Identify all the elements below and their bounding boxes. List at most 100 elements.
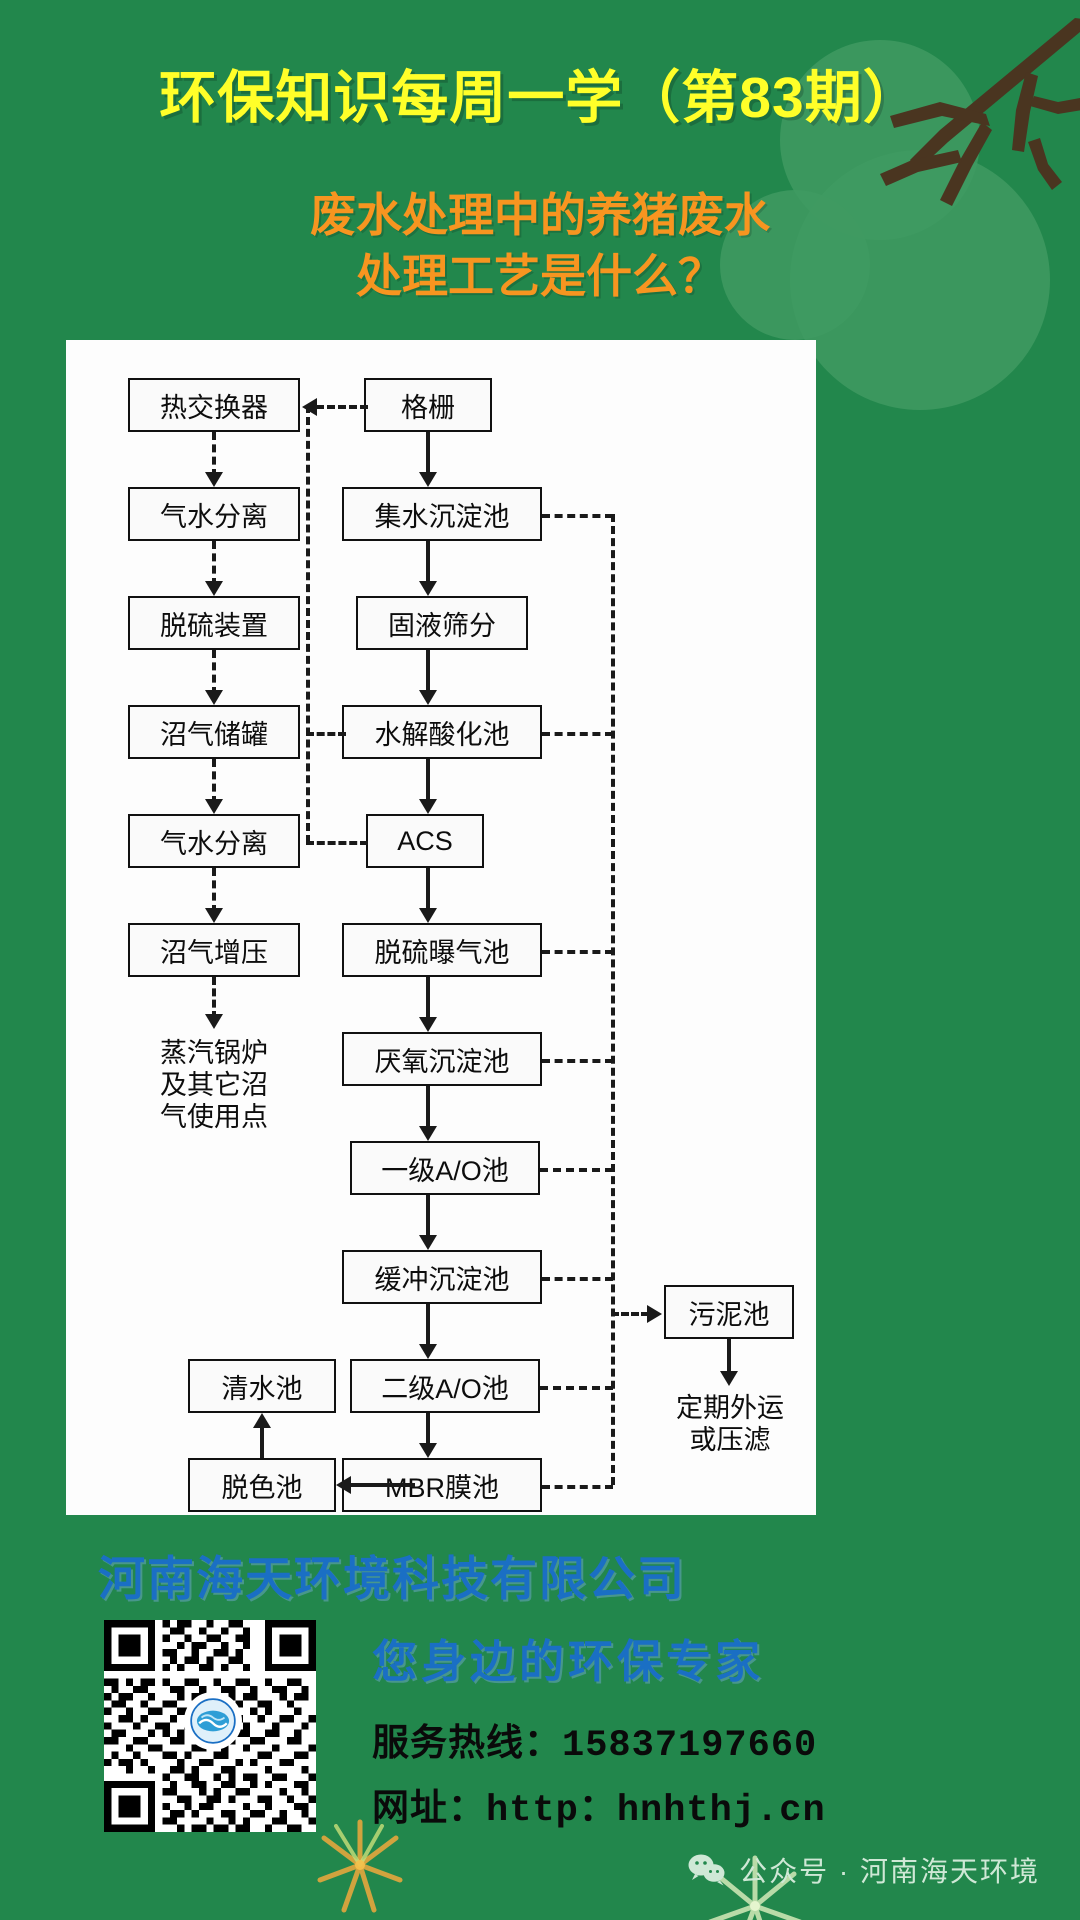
subtitle-line-2: 处理工艺是什么？ [356,249,724,302]
arrowhead-center-9 [419,1344,437,1359]
flow-label: 二级A/O池 [381,1373,509,1404]
flow-box-biogas-booster[interactable]: 沼气增压 [128,923,300,977]
flow-box-acs[interactable]: ACS [366,814,484,868]
flow-label: 格栅 [401,392,455,423]
flow-label: 沼气储罐 [160,719,268,750]
hotline-label: 服务热线： [372,1722,562,1763]
flow-label: 厌氧沉淀池 [374,1046,510,1077]
connector-left-6 [212,977,216,1019]
connector-left-3 [212,650,216,695]
flow-label: 集水沉淀池 [374,501,510,532]
connector-center-5 [426,868,430,913]
flow-label: 脱色池 [221,1472,303,1503]
flow-label: 沼气增压 [160,937,268,968]
website-url: http：hnhthj.cn [486,1790,826,1832]
branch-desulf-aeration [542,950,613,954]
arrowhead-center-2 [419,581,437,596]
connector-center-1 [426,432,430,477]
flow-box-collection-settling-tank[interactable]: 集水沉淀池 [342,487,542,541]
flow-box-grille[interactable]: 格栅 [364,378,492,432]
wechat-icon [688,1854,725,1886]
page-subtitle: 废水处理中的养猪废水处理工艺是什么？ [0,185,1080,306]
connector-center-4 [426,759,430,804]
connector-left-1 [212,432,216,477]
flow-box-hydrolysis-acidification-tank[interactable]: 水解酸化池 [342,705,542,759]
biogas-hydrolysis-left [306,732,346,736]
arrowhead-center-6 [419,1017,437,1032]
flow-box-sludge-tank[interactable]: 污泥池 [664,1285,794,1339]
arrowhead-sludge-out [720,1371,738,1386]
page-title: 环保知识每周一学（第83期） [159,66,921,130]
arrowhead-left-5 [205,908,223,923]
flow-label: 固液筛分 [388,610,496,641]
arrowhead-trunk-to-sludge [647,1305,662,1323]
flow-label: 污泥池 [688,1299,770,1330]
branch-primary-ao [540,1168,613,1172]
flow-label: 一级A/O池 [381,1155,509,1186]
connector-center-9 [426,1304,430,1349]
arrowhead-center-10 [419,1443,437,1458]
decor-circle-3 [720,190,870,340]
footer-bar: 公众号 · 河南海天环境 [0,1819,1080,1920]
wechat-account-text: 公众号 · 河南海天环境 [739,1856,1040,1887]
arrowhead-left-2 [205,581,223,596]
company-slogan: 您身边的环保专家 [372,1636,765,1687]
connector-trunk-to-sludge [611,1312,649,1316]
qr-code[interactable] [104,1620,316,1832]
flow-box-desulfurization-unit[interactable]: 脱硫装置 [128,596,300,650]
flow-label: 脱硫装置 [160,610,268,641]
branch-anaerobic-settling [542,1059,613,1063]
flow-box-biogas-tank[interactable]: 沼气储罐 [128,705,300,759]
branch-collection-settling [542,514,613,518]
flow-label: 气水分离 [160,828,268,859]
flow-box-solid-liquid-screening[interactable]: 固液筛分 [356,596,528,650]
arrowhead-center-5 [419,908,437,923]
arrowhead-left-6 [205,1014,223,1029]
flow-box-primary-ao-tank[interactable]: 一级A/O池 [350,1141,540,1195]
arrowhead-left-4 [205,799,223,814]
wechat-account-footer: 公众号 · 河南海天环境 [687,1850,1040,1890]
flow-label: 热交换器 [160,392,268,423]
connector-center-8 [426,1195,430,1240]
arrowhead-center-1 [419,472,437,487]
connector-center-7 [426,1086,430,1131]
connector-decolor-to-clean [260,1425,264,1461]
biogas-acs-left [306,841,368,845]
firework-decor-left [317,1819,403,1913]
connector-left-4 [212,759,216,804]
connector-center-10 [426,1413,430,1448]
flow-box-anaerobic-settling-tank[interactable]: 厌氧沉淀池 [342,1032,542,1086]
biogas-to-heat-exchanger [316,405,368,409]
flow-box-heat-exchanger[interactable]: 热交换器 [128,378,300,432]
arrowhead-center-7 [419,1126,437,1141]
branch-buffer-settling [542,1277,613,1281]
flow-label: 水解酸化池 [374,719,510,750]
qr-center-logo-icon [184,1692,242,1750]
connector-center-3 [426,650,430,695]
flow-box-buffer-settling-tank[interactable]: 缓冲沉淀池 [342,1250,542,1304]
branch-mbr-return [542,1485,613,1489]
arrowhead-biogas-to-heat-exchanger [302,398,317,416]
flow-label: 脱硫曝气池 [374,937,510,968]
flow-label: 缓冲沉淀池 [374,1264,510,1295]
connector-center-2 [426,541,430,586]
firework-decor-right [708,1855,802,1920]
company-website: 网址：http：hnhthj.cn [372,1777,826,1832]
arrowhead-mbr-to-decolor [336,1476,351,1494]
arrowhead-center-4 [419,799,437,814]
flow-box-desulfurization-aeration-tank[interactable]: 脱硫曝气池 [342,923,542,977]
hotline-number: 15837197660 [562,1725,818,1767]
flow-box-mbr-membrane-tank[interactable]: MBR膜池 [342,1458,542,1512]
flow-box-gas-water-sep-2[interactable]: 气水分离 [128,814,300,868]
flow-box-decoloring-tank[interactable]: 脱色池 [188,1458,336,1512]
flow-box-secondary-ao-tank[interactable]: 二级A/O池 [350,1359,540,1413]
flow-label: ACS [397,825,453,856]
flow-box-gas-water-sep-1[interactable]: 气水分离 [128,487,300,541]
flowchart-card: 热交换器 气水分离 脱硫装置 沼气储罐 气水分离 沼气增压 蒸汽锅炉 及其它沼 … [66,340,816,1515]
tree-branch-icon [880,18,1080,206]
connector-left-5 [212,868,216,913]
connector-mbr-to-decolor [351,1483,415,1487]
flow-box-clean-water-tank[interactable]: 清水池 [188,1359,336,1413]
branch-secondary-ao [540,1386,613,1390]
